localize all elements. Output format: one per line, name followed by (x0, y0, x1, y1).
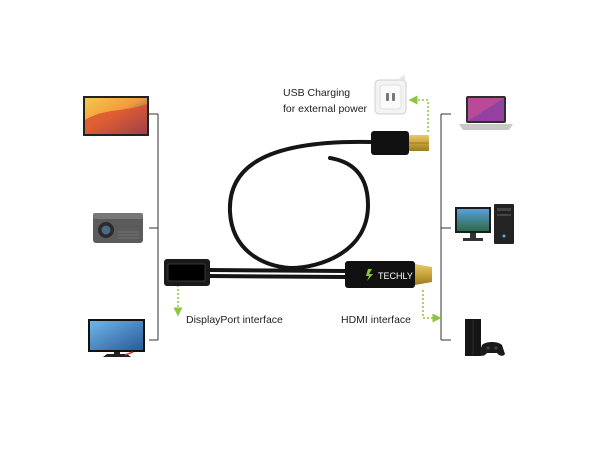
green-arrows (173, 95, 442, 323)
desktop-pc-icon (455, 204, 514, 244)
usb-connector (371, 131, 429, 155)
hdmi-connector: TECHLY (345, 261, 432, 288)
left-bracket (149, 113, 159, 341)
brand-logo: TECHLY (378, 271, 413, 281)
usb-charging-label: USB Charging for external power (283, 85, 367, 117)
tv-icon (83, 96, 149, 136)
hdmi-label: HDMI interface (341, 314, 412, 326)
usb-power-arrow (408, 95, 429, 132)
usb-charger-icon (374, 75, 407, 115)
cable (206, 139, 372, 279)
projector-icon (93, 213, 143, 243)
usb-charging-line1: USB Charging (283, 87, 351, 99)
displayport-label: DisplayPort interface (186, 314, 283, 326)
right-bracket (440, 113, 451, 341)
game-console-icon (465, 319, 505, 356)
monitor-icon (88, 319, 145, 357)
displayport-connector (164, 259, 210, 286)
hdmi-arrow (422, 290, 442, 323)
laptop-icon (459, 96, 513, 130)
usb-charging-line2: for external power (283, 103, 368, 115)
